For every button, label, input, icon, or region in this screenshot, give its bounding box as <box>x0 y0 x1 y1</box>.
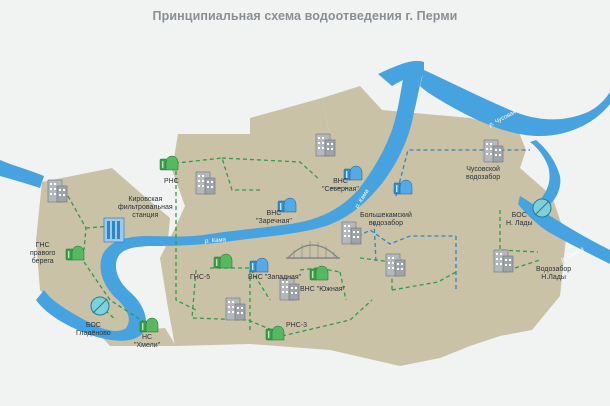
land-left-bank <box>160 86 566 366</box>
river-kama-upper <box>378 60 424 86</box>
land-north <box>250 98 330 140</box>
label-chusovskoy: Чусовской водозабор <box>466 166 501 181</box>
label-bolshekamsky: Большекамский водозабор <box>360 212 412 227</box>
sewer-pipes <box>67 157 541 337</box>
label-rns: РНС <box>164 178 179 185</box>
label-bos-nlady: БОС Н. Лады <box>506 212 533 227</box>
filtration-station-icon <box>103 217 125 243</box>
label-rns3: РНС-3 <box>286 322 308 329</box>
river-kama-shape <box>36 70 424 341</box>
label-vns-yuzhnaya: ВНС "Южная" <box>300 286 345 293</box>
label-vns-zapadnaya: ВНС "Западная" <box>248 274 302 281</box>
water-mains <box>330 149 530 290</box>
river-chusovaya-shape <box>420 70 610 136</box>
label-gns5: ГНС-5 <box>190 274 211 281</box>
label-vns-severnaya: ВНС "Северная" <box>322 178 359 193</box>
river-sylva-upper <box>530 140 561 206</box>
treatment-plant-icon <box>90 198 552 316</box>
page-title: Принципиальная схема водоотведения г. Пе… <box>152 9 458 23</box>
label-kirov-station: Кировская фильтровальная станция <box>118 196 173 219</box>
label-vns-zarechnaya: ВНС "Заречная" <box>256 210 292 225</box>
river-kama-left <box>0 160 44 188</box>
label-gns-right: ГНС правого берега <box>30 242 56 265</box>
label-bos-gladenovo: БОС Гладёново <box>76 322 111 337</box>
label-vodozabor-nlady: Водозабор Н.Лады <box>536 266 572 281</box>
label-ns-khmeli: НС "Хмели" <box>134 334 161 349</box>
bridge-icon <box>286 241 340 259</box>
